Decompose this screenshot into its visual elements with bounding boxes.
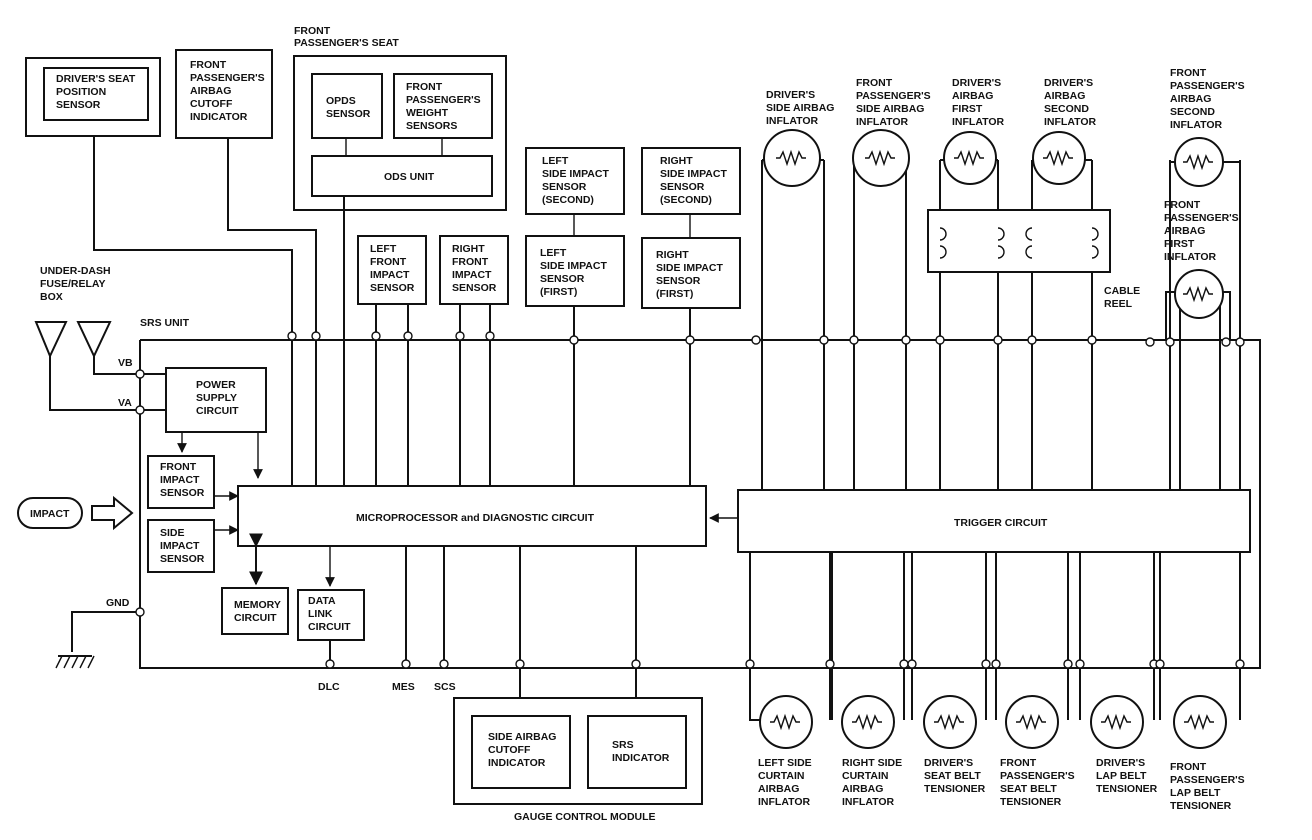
fp-side-airbag-inflator-icon [852, 129, 910, 187]
microprocessor-box [237, 485, 707, 547]
fp-weight-sensors-box [393, 73, 493, 139]
side-airbag-cutoff-indicator-box [471, 715, 571, 789]
drivers-seat-position-sensor [43, 67, 149, 121]
fp-lap-belt-tensioner-icon [1173, 695, 1227, 749]
memory-circuit-box [221, 587, 289, 635]
left-side-curtain-inflator-icon [759, 695, 813, 749]
fp-weight-sensors-label: FRONT PASSENGER'S WEIGHT SENSORS [406, 81, 484, 132]
side-airbag-cutoff-indicator-label: SIDE AIRBAG CUTOFF INDICATOR [488, 731, 559, 769]
drivers-airbag-first-inflator-label: DRIVER'S AIRBAG FIRST INFLATOR [952, 77, 1005, 128]
fp-airbag-second-inflator-icon [1174, 137, 1224, 187]
fuse-a-icon [34, 321, 140, 411]
fp-airbag-first-inflator-icon [1174, 269, 1224, 319]
data-link-circuit-label: DATA LINK CIRCUIT [308, 595, 351, 633]
srs-unit-boundary [139, 339, 1261, 669]
fuse-box-label: UNDER-DASH FUSE/RELAY BOX [40, 265, 114, 303]
opds-sensor-label: OPDS SENSOR [326, 95, 371, 120]
cable-reel-box [927, 209, 1111, 273]
dlc-label: DLC [318, 681, 340, 693]
right-side-impact-first-box [641, 237, 741, 309]
ods-unit-box [311, 155, 493, 197]
fp-airbag-first-inflator-label: FRONT PASSENGER'S AIRBAG FIRST INFLATOR [1164, 199, 1242, 263]
ground-icon [55, 655, 95, 669]
scs-label: SCS [434, 681, 456, 693]
left-side-impact-second-box [525, 147, 625, 215]
front-impact-sensor-box [147, 455, 215, 509]
fuse-b-icon [76, 321, 140, 375]
fp-side-airbag-inflator-label: FRONT PASSENGER'S SIDE AIRBAG INFLATOR [856, 77, 934, 128]
right-side-curtain-inflator-icon [841, 695, 895, 749]
drivers-airbag-second-inflator-label: DRIVER'S AIRBAG SECOND INFLATOR [1044, 77, 1097, 128]
ods-unit-label: ODS UNIT [384, 171, 435, 183]
power-supply-box [165, 367, 267, 433]
side-impact-sensor-label: SIDE IMPACT SENSOR [160, 527, 205, 565]
mes-label: MES [392, 681, 415, 693]
drivers-airbag-first-inflator-icon [943, 131, 997, 185]
gauge-control-module-label: GAUGE CONTROL MODULE [514, 811, 656, 823]
fp-airbag-second-inflator-label: FRONT PASSENGER'S AIRBAG SECOND INFLATOR [1170, 67, 1248, 131]
left-front-impact-box [357, 235, 427, 305]
fp-airbag-cutoff-indicator-label: FRONT PASSENGER'S AIRBAG CUTOFF INDICATO… [190, 59, 268, 123]
fp-airbag-cutoff-indicator-box [175, 49, 273, 139]
left-side-impact-second-label: LEFT SIDE IMPACT SENSOR (SECOND) [542, 155, 612, 206]
trigger-circuit-box [737, 489, 1251, 553]
fp-seat-belt-tensioner-label: FRONT PASSENGER'S SEAT BELT TENSIONER [1000, 757, 1078, 808]
srs-indicator-box [587, 715, 687, 789]
junction-dots [135, 331, 1245, 669]
left-side-curtain-inflator-label: LEFT SIDE CURTAIN AIRBAG INFLATOR [758, 757, 815, 808]
right-side-impact-second-box [641, 147, 741, 215]
memory-circuit-label: MEMORY CIRCUIT [234, 599, 284, 624]
fp-seat-belt-tensioner-icon [1005, 695, 1059, 749]
impact-arrow-icon [91, 495, 134, 531]
drivers-side-airbag-inflator-icon [763, 129, 821, 187]
right-side-curtain-inflator-label: RIGHT SIDE CURTAIN AIRBAG INFLATOR [842, 757, 905, 808]
cable-reel-contacts-icon [939, 227, 1099, 259]
trigger-circuit-label: TRIGGER CIRCUIT [954, 517, 1048, 529]
drivers-seat-belt-tensioner-label: DRIVER'S SEAT BELT TENSIONER [924, 757, 986, 795]
right-front-impact-box [439, 235, 509, 305]
right-side-impact-second-label: RIGHT SIDE IMPACT SENSOR (SECOND) [660, 155, 730, 206]
drivers-side-airbag-inflator-label: DRIVER'S SIDE AIRBAG INFLATOR [766, 89, 837, 127]
front-impact-sensor-label: FRONT IMPACT SENSOR [160, 461, 205, 499]
front-passengers-seat-label: FRONT PASSENGER'S SEAT [294, 25, 399, 49]
drivers-airbag-second-inflator-icon [1032, 131, 1086, 185]
left-side-impact-first-label: LEFT SIDE IMPACT SENSOR (FIRST) [540, 247, 610, 298]
opds-sensor-box [311, 73, 383, 139]
drivers-lap-belt-tensioner-label: DRIVER'S LAP BELT TENSIONER [1096, 757, 1158, 795]
srs-unit-label: SRS UNIT [140, 317, 190, 329]
vb-label: VB [118, 357, 133, 369]
fp-lap-belt-tensioner-label: FRONT PASSENGER'S LAP BELT TENSIONER [1170, 761, 1248, 812]
drivers-lap-belt-tensioner-icon [1090, 695, 1144, 749]
right-front-impact-label: RIGHT FRONT IMPACT SENSOR [452, 243, 497, 294]
impact-pill: IMPACT [17, 497, 83, 529]
svg-text:IMPACT: IMPACT [30, 508, 70, 520]
microprocessor-label: MICROPROCESSOR and DIAGNOSTIC CIRCUIT [356, 512, 595, 524]
left-front-impact-label: LEFT FRONT IMPACT SENSOR [370, 243, 415, 294]
right-side-impact-first-label: RIGHT SIDE IMPACT SENSOR (FIRST) [656, 249, 726, 300]
side-impact-sensor-box [147, 519, 215, 573]
gnd-label: GND [106, 597, 130, 609]
srs-indicator-label: SRS INDICATOR [612, 739, 670, 764]
drivers-seat-position-label: DRIVER'S SEAT POSITION SENSOR [56, 73, 138, 111]
power-supply-label: POWER SUPPLY CIRCUIT [196, 379, 240, 417]
drivers-seat-belt-tensioner-icon [923, 695, 977, 749]
cable-reel-label: CABLE REEL [1104, 285, 1143, 310]
va-label: VA [118, 397, 132, 409]
